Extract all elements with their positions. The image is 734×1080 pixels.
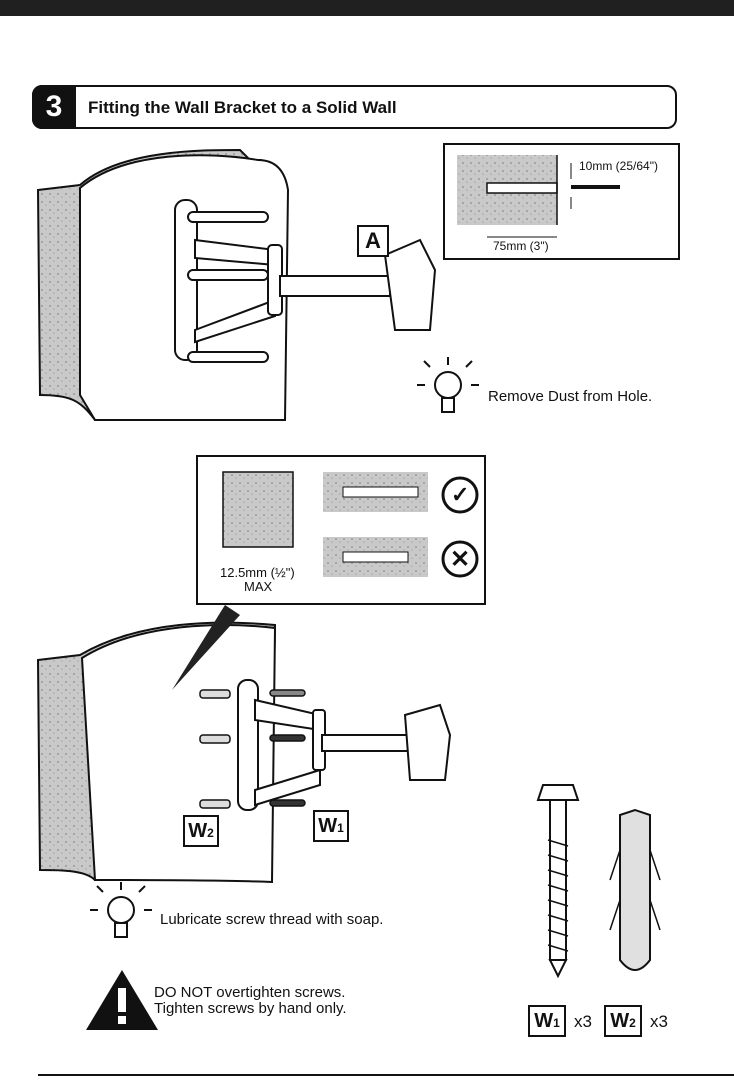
max-depth-label-line2: MAX xyxy=(244,579,273,594)
cross-icon: ✕ xyxy=(450,546,471,573)
screw-w1-illustration xyxy=(536,784,580,979)
warning-line1: DO NOT overtighten screws. xyxy=(154,984,346,1001)
warning-icon xyxy=(86,970,158,1030)
parts-w2-qty: x3 xyxy=(650,1012,668,1031)
drill-inset: 10mm (25/64") 75mm (3") xyxy=(443,143,680,260)
lightbulb-icon xyxy=(90,882,152,938)
lightbulb-icon xyxy=(417,357,479,413)
warning-line2: Tighten screws by hand only. xyxy=(154,1000,347,1017)
step-title: Fitting the Wall Bracket to a Solid Wall xyxy=(88,98,397,117)
step-header: 3 Fitting the Wall Bracket to a Solid Wa… xyxy=(32,85,677,129)
drill-depth-label: 75mm (3") xyxy=(493,239,549,253)
check-icon: ✓ xyxy=(451,482,470,507)
max-depth-label-line1: 12.5mm (½") xyxy=(220,565,295,580)
tip-dust-text: Remove Dust from Hole. xyxy=(488,388,653,405)
callout-a: A xyxy=(357,225,389,257)
step-number: 3 xyxy=(32,85,76,129)
anchor-w2-illustration xyxy=(609,808,661,971)
anchor-inset: ✓ ✕ 12.5mm (½") MAX xyxy=(196,455,486,605)
drill-diameter-label: 10mm (25/64") xyxy=(579,159,658,173)
bottom-rule xyxy=(38,1074,734,1076)
top-bar xyxy=(0,0,734,16)
tip-soap-text: Lubricate screw thread with soap. xyxy=(160,911,384,928)
parts-w1-qty: x3 xyxy=(574,1012,592,1031)
